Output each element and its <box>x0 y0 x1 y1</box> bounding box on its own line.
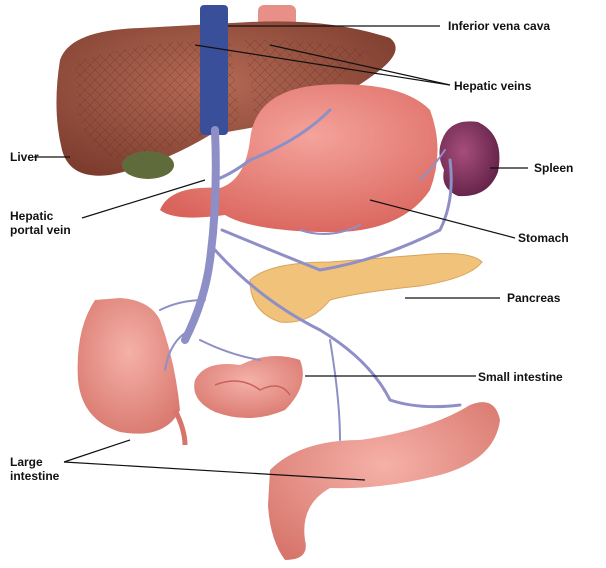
portal-vein-network <box>159 108 462 441</box>
label-small-intestine: Small intestine <box>478 370 563 384</box>
leader-portal-vein <box>81 179 206 219</box>
spleen-shape <box>439 121 500 197</box>
pancreas-shape <box>249 253 483 323</box>
large-intestine-shape <box>77 298 500 560</box>
label-spleen: Spleen <box>534 161 574 175</box>
leader-hepatic-veins-1 <box>194 44 451 86</box>
label-inferior-vena-cava: Inferior vena cava <box>448 19 551 33</box>
leader-stomach <box>369 199 516 239</box>
label-hepatic-portal-vein: Hepatic portal vein <box>10 209 71 237</box>
small-intestine-shape <box>194 356 303 419</box>
stomach-shape <box>160 84 438 233</box>
leader-large-intestine-1 <box>63 439 131 463</box>
leader-large-intestine-2 <box>63 461 366 481</box>
label-large-intestine: Large intestine <box>10 455 60 483</box>
vena-cava-shape <box>200 5 228 135</box>
leader-lines <box>34 25 528 481</box>
gallbladder-shape <box>122 151 174 179</box>
label-stomach: Stomach <box>518 231 569 245</box>
label-liver: Liver <box>10 150 39 164</box>
leader-hepatic-veins-2 <box>269 44 451 86</box>
label-hepatic-veins: Hepatic veins <box>454 79 532 93</box>
label-pancreas: Pancreas <box>507 291 561 305</box>
